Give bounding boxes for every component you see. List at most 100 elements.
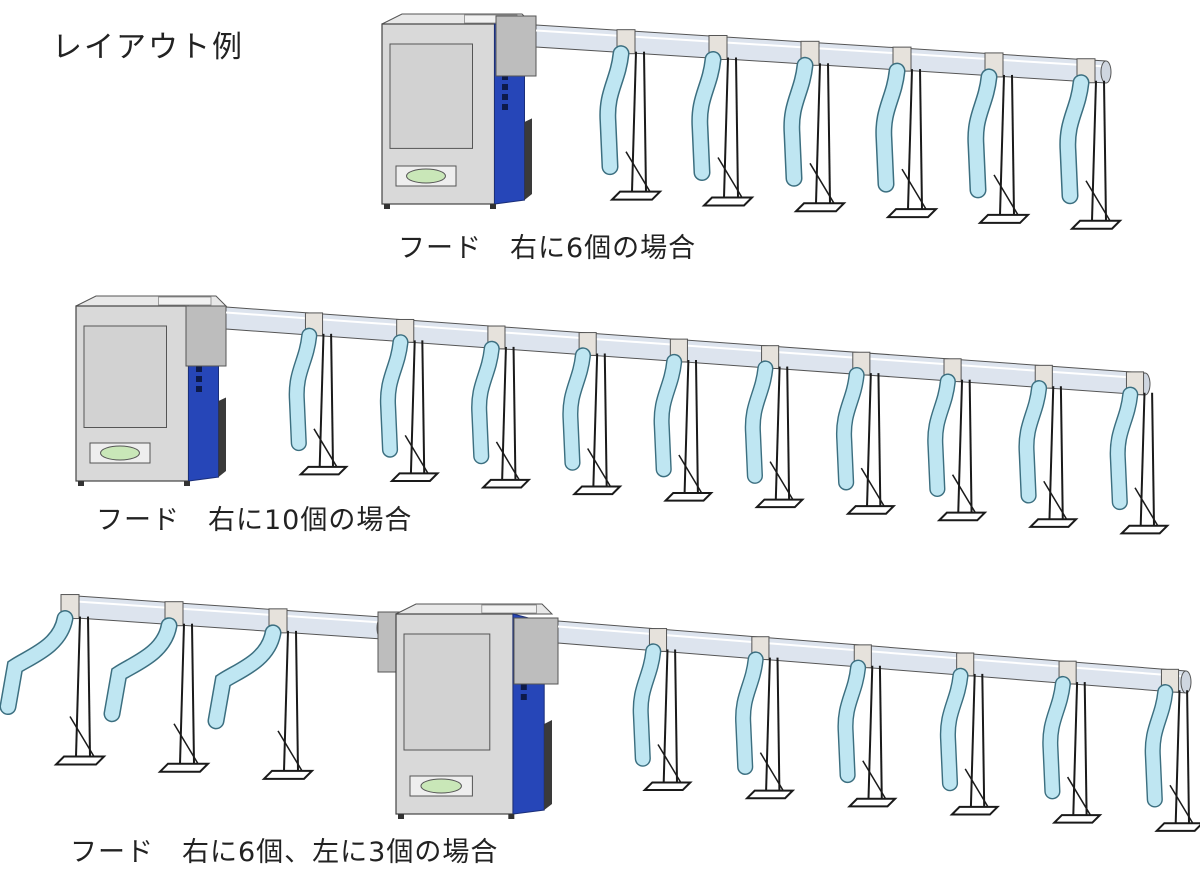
stand-base (885, 208, 939, 219)
stand-post (330, 333, 334, 467)
stand-post (1174, 690, 1181, 824)
stand-post (1186, 690, 1190, 824)
control-switch (520, 684, 527, 690)
control-switch (502, 84, 508, 90)
foot (384, 204, 390, 209)
hood-tube (209, 625, 280, 728)
stand-post (919, 69, 923, 210)
hood-tube (1060, 75, 1088, 203)
duct-outlet-box (513, 617, 559, 685)
hood-arm (1059, 58, 1123, 230)
stand-base (1028, 518, 1079, 528)
cabinet-door (403, 633, 491, 751)
control-switch (196, 376, 202, 382)
stand-post (1091, 80, 1097, 221)
stand-post (512, 346, 517, 480)
stand-base (847, 797, 898, 808)
stand-post (968, 379, 973, 513)
hood-tube (928, 374, 955, 496)
stand-post (631, 51, 637, 192)
stand-post (191, 623, 195, 764)
side-vent (544, 720, 552, 810)
stand-post (1048, 386, 1055, 520)
stand-post (421, 340, 426, 474)
stand-base (53, 755, 107, 766)
stand-base (663, 492, 714, 502)
stand-brace (404, 434, 429, 474)
layout-3-right-6-left-3 (0, 594, 1200, 832)
foot (490, 204, 496, 209)
stand-post (674, 649, 678, 783)
hood-tube (1146, 685, 1172, 807)
stand-post (827, 63, 831, 204)
duct-outlet-box (495, 15, 537, 77)
stand-brace (495, 441, 520, 481)
control-switch (520, 694, 527, 700)
stand-brace (173, 723, 199, 765)
hood-tube (1019, 381, 1046, 503)
stand-post (877, 373, 882, 507)
hood-arm (0, 594, 107, 766)
stand-brace (993, 174, 1019, 216)
stand-post (867, 665, 874, 799)
stand-post (735, 57, 739, 198)
hood-tube (1, 611, 72, 714)
stand-brace (657, 744, 682, 783)
stand-post (969, 673, 976, 807)
stand-post (1072, 682, 1079, 816)
stand-post (295, 630, 299, 771)
stand-brace (1134, 487, 1159, 527)
hood-arm (1144, 668, 1200, 832)
cabinet-door (389, 43, 473, 149)
stand-post (878, 665, 883, 799)
stand-post (765, 657, 771, 791)
hood-arm (875, 46, 939, 219)
stand-brace (625, 151, 651, 193)
hood-arm (939, 652, 1000, 816)
foot (398, 814, 404, 819)
stand-post (409, 340, 416, 474)
stand-base (1051, 814, 1103, 824)
caption-layout-3: フード 右に6個、左に3個の場合 (70, 837, 499, 868)
hood-arm (835, 351, 897, 515)
hood-tube (876, 64, 904, 192)
hood-arm (744, 345, 805, 509)
stand-base (1154, 822, 1200, 832)
stand-brace (313, 428, 338, 468)
stand-brace (69, 716, 95, 757)
main-duct (61, 594, 388, 640)
control-switch (502, 74, 508, 80)
hood-tube (1111, 388, 1137, 509)
foot (78, 481, 84, 486)
stand-base (701, 196, 755, 207)
cabinet-door (83, 325, 167, 428)
stand-post (1011, 74, 1015, 215)
duct-outlet-box (185, 305, 227, 367)
stand-post (907, 69, 913, 210)
stand-brace (277, 730, 303, 772)
collector-unit (395, 603, 554, 819)
duct-end-cap (1100, 60, 1112, 84)
filter-drum (100, 445, 140, 461)
stand-post (87, 616, 91, 757)
stand-post (981, 673, 986, 807)
hood-tube (634, 644, 660, 766)
stand-brace (951, 474, 976, 514)
stand-brace (717, 157, 743, 198)
hood-arm (599, 29, 663, 201)
stand-brace (1043, 480, 1068, 520)
hood-tube (736, 652, 763, 774)
hood-tube (472, 342, 499, 463)
stand-post (603, 353, 608, 487)
vent-grille (481, 604, 537, 614)
hood-arm (471, 325, 532, 489)
stand-post (957, 379, 964, 513)
side-vent (524, 118, 532, 200)
stand-brace (809, 162, 835, 204)
hood-tube (381, 335, 408, 457)
stand-post (1083, 682, 1088, 816)
stand-base (609, 190, 663, 201)
hood-arm (783, 40, 847, 213)
stand-post (643, 51, 647, 192)
stand-base (1069, 219, 1123, 230)
